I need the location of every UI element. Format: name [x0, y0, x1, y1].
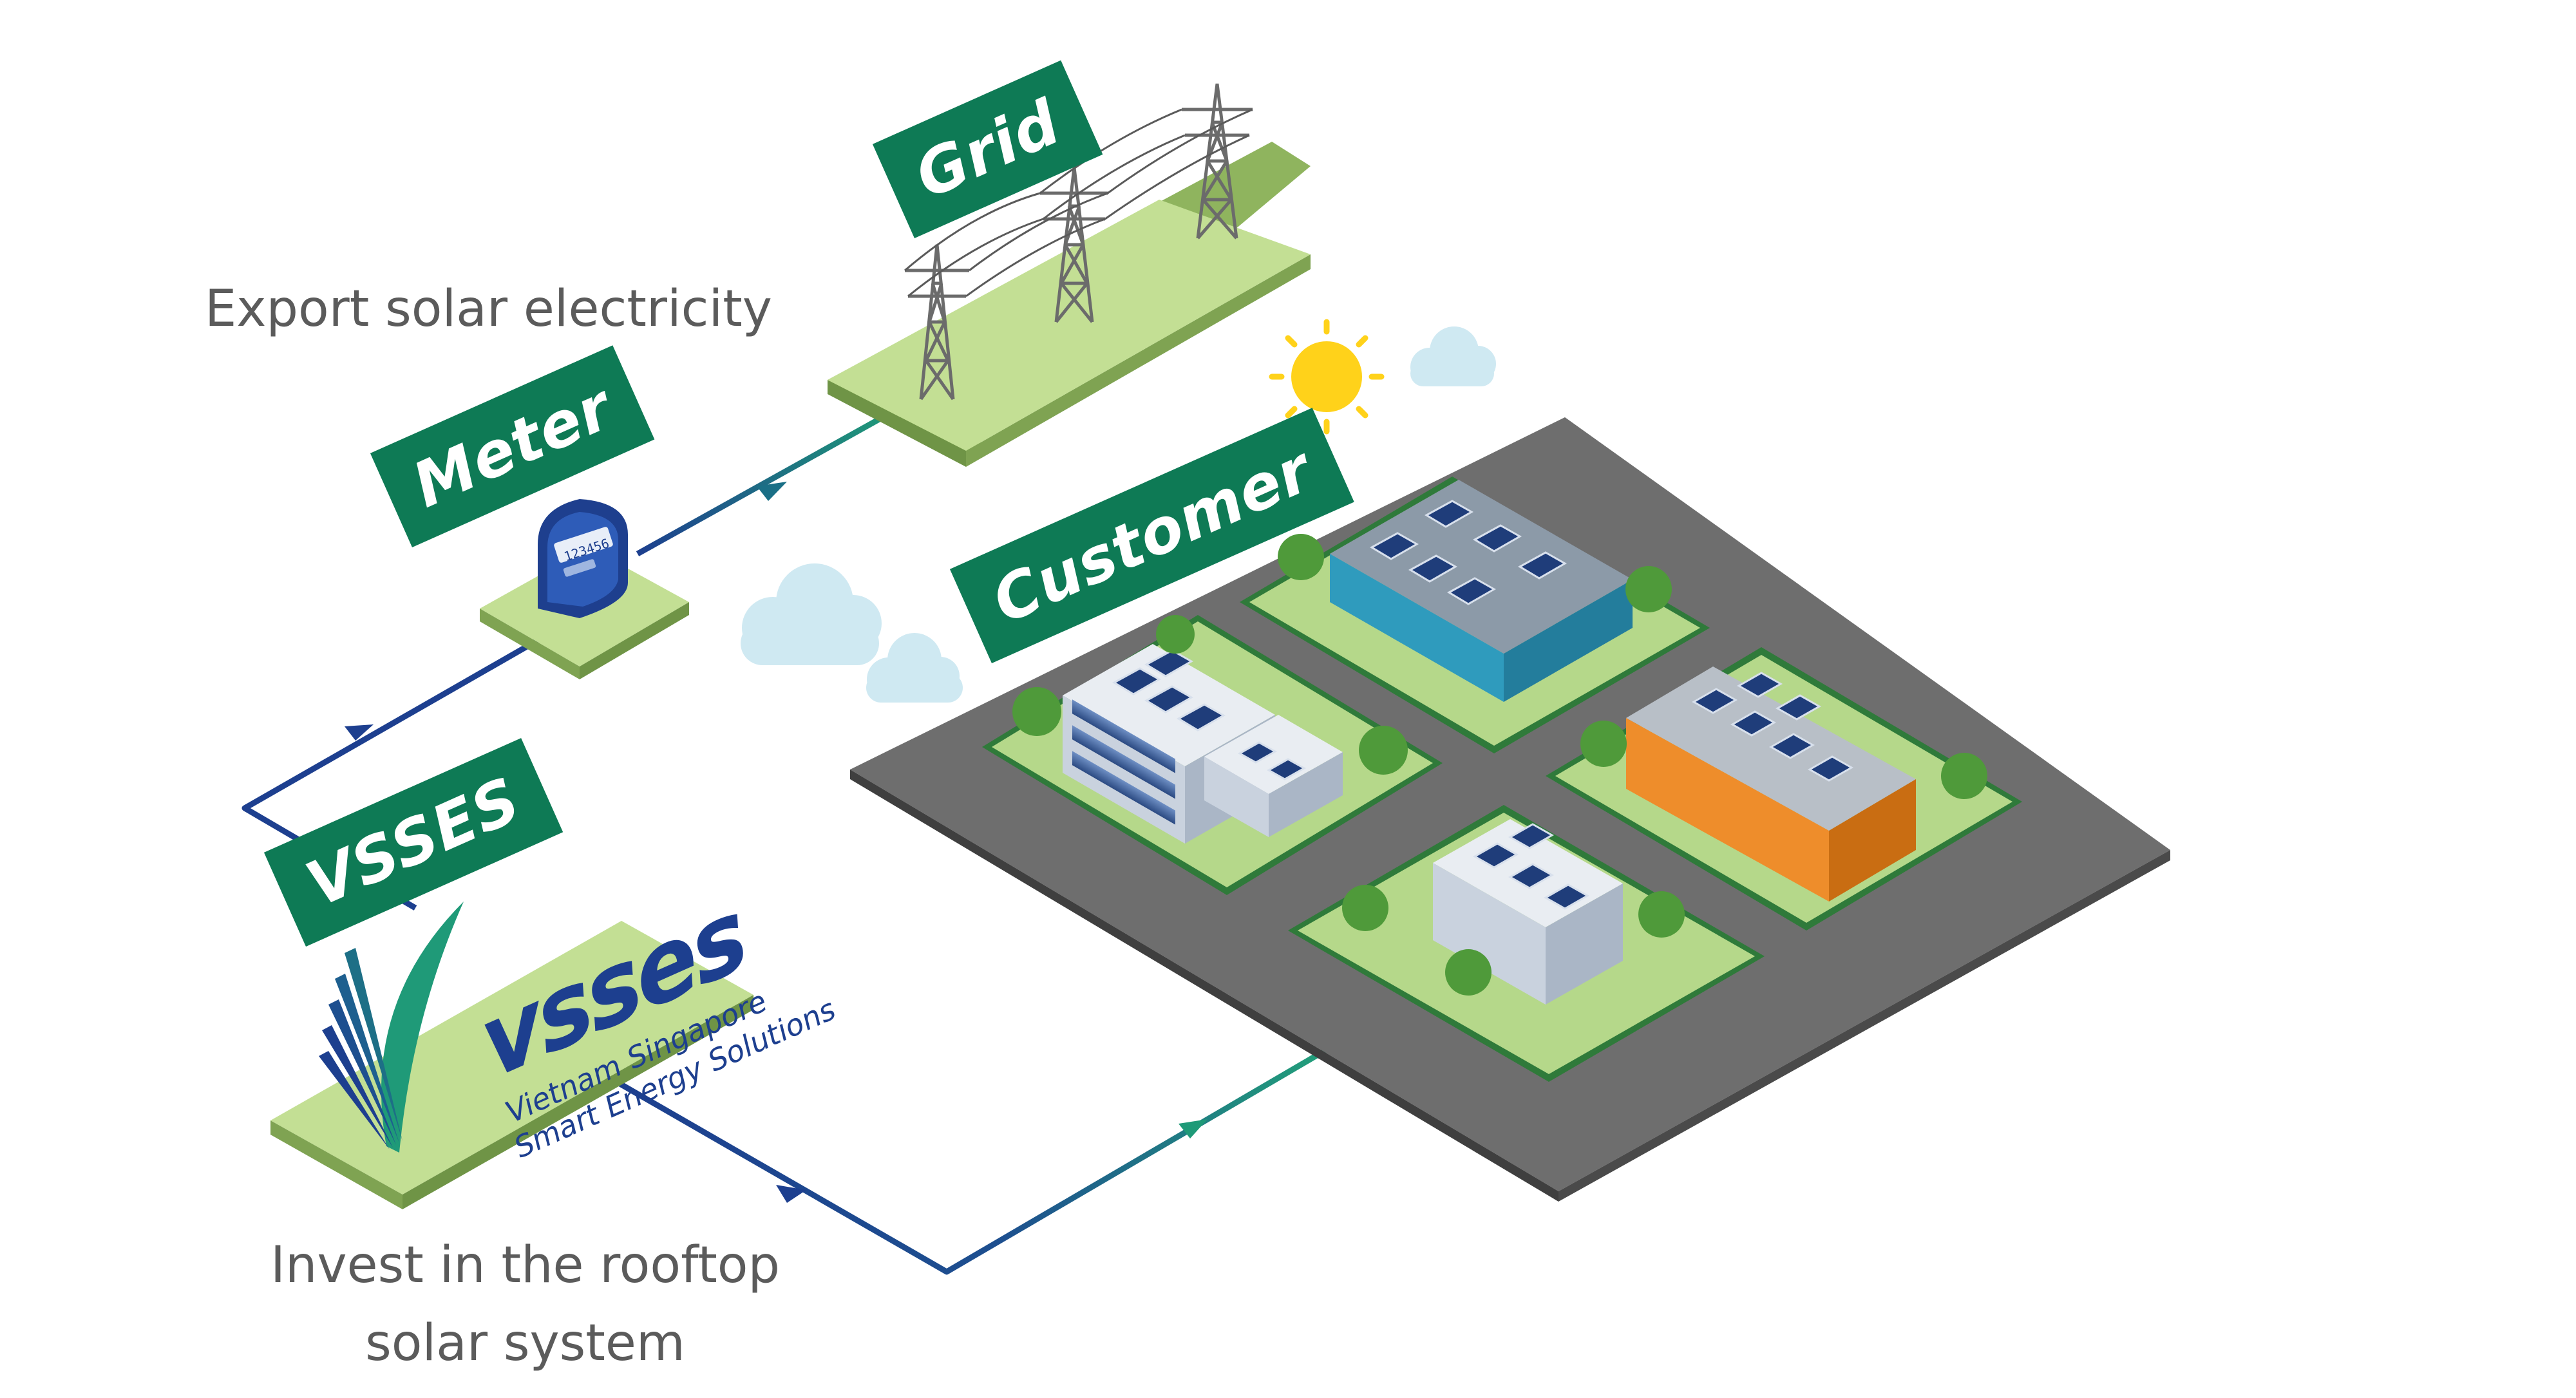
tree-icon: [1445, 949, 1492, 996]
invest-caption-line-1: Invest in the rooftop: [270, 1236, 781, 1294]
lot-office-west: [982, 615, 1443, 895]
invest-caption: Invest in the rooftop solar system: [270, 1227, 780, 1383]
flow-arrow: [776, 1185, 806, 1203]
solar-panel-array: [1112, 649, 1226, 732]
vsses-platform: [270, 902, 753, 1209]
solar-panel-array: [1472, 823, 1590, 910]
invest-caption-line-2: solar system: [365, 1314, 685, 1372]
cloud-icon: [866, 633, 963, 703]
road-base: [850, 417, 2170, 1191]
tree-icon: [1580, 721, 1627, 767]
customer-block: [850, 417, 2170, 1202]
tree-icon: [1638, 891, 1685, 938]
flow-arrow: [757, 482, 787, 501]
lot-warehouse-north: [1240, 477, 1710, 753]
tree-icon: [1625, 566, 1672, 612]
tree-icon: [1342, 885, 1388, 931]
solar-panel-array: [1691, 672, 1854, 782]
power-lines: [904, 108, 1253, 298]
tree-icon: [1278, 534, 1324, 580]
flow-arrow: [345, 724, 374, 741]
meter-platform: 123456: [480, 499, 689, 679]
tree-icon: [1012, 687, 1061, 736]
lot-warehouse-east: [1546, 647, 2022, 930]
tree-icon: [1941, 753, 1987, 799]
lot-office-south: [1288, 805, 1765, 1082]
export-caption: Export solar electricity: [205, 280, 772, 338]
solar-panel-array: [1369, 500, 1567, 605]
cloud-icon: [1410, 326, 1496, 386]
cloud-icon: [741, 563, 882, 665]
power-tower: [1182, 83, 1253, 240]
tree-icon: [1156, 615, 1195, 654]
flow-arrow: [1179, 1119, 1208, 1138]
vsses-logo-swoosh: [319, 902, 464, 1153]
electric-meter-icon: 123456: [538, 499, 628, 618]
flow-meter-to-grid: [636, 410, 894, 556]
sun-icon: [1269, 319, 1385, 435]
grid-platform: [828, 83, 1311, 467]
tree-icon: [1359, 726, 1408, 775]
